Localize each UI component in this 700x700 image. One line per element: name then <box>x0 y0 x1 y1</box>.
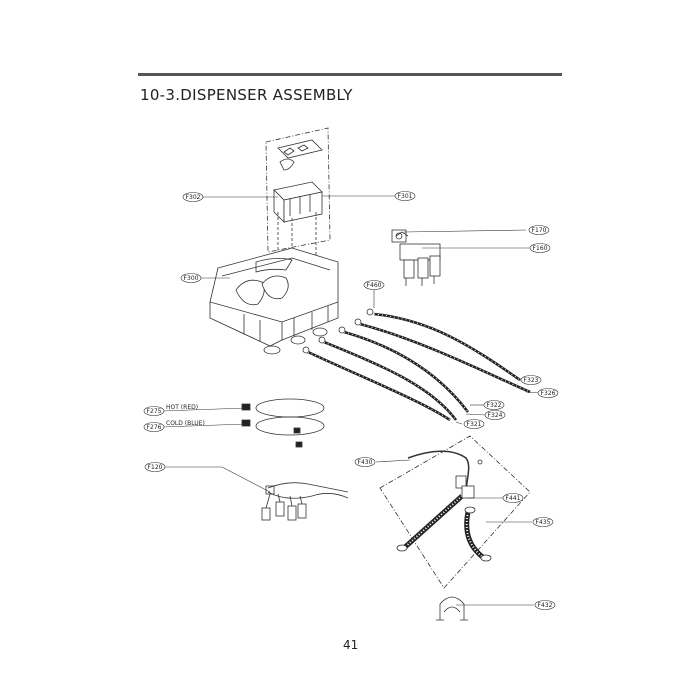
callout-f460: F460 <box>367 282 382 289</box>
callout-f302: F302 <box>186 194 201 201</box>
callout-f300: F300 <box>184 275 199 282</box>
bellows-hose-2-part <box>396 506 492 562</box>
page-title: 10-3.DISPENSER ASSEMBLY <box>140 86 353 104</box>
bellows-hose-part <box>402 475 475 550</box>
title-rule <box>138 73 562 76</box>
callout-f160: F160 <box>533 245 548 252</box>
inlet-valve-part <box>391 229 441 286</box>
callout-f276: F276 <box>147 424 162 431</box>
callout-f432: F432 <box>538 602 553 609</box>
dispenser-cap-part <box>277 139 323 171</box>
callout-f321: F321 <box>467 421 482 428</box>
callout-f324: F324 <box>488 412 503 419</box>
wire-harness-part <box>261 482 349 521</box>
clip-part <box>436 596 468 621</box>
cold-hose-label: COLD (BLUE) <box>166 420 205 427</box>
wiring-loops <box>241 398 325 448</box>
hot-hose-label: HOT (RED) <box>166 404 198 411</box>
hose-clamps <box>302 308 374 354</box>
dispenser-drawer-part <box>273 181 323 223</box>
callout-f275: F275 <box>147 408 162 415</box>
callout-f441: F441 <box>506 495 521 502</box>
dispenser-housing-part <box>209 247 339 355</box>
callout-f120: F120 <box>148 464 163 471</box>
bottom-border <box>0 690 700 692</box>
callout-f170: F170 <box>532 227 547 234</box>
page-number: 41 <box>343 638 359 652</box>
callout-f323: F323 <box>524 377 539 384</box>
callout-f322: F322 <box>487 402 502 409</box>
tube-part <box>407 450 470 495</box>
callout-f301: F301 <box>398 193 413 200</box>
callout-f430: F430 <box>358 459 373 466</box>
cap-enclosure <box>265 127 331 253</box>
drain-enclosure <box>379 435 531 589</box>
callout-f435: F435 <box>536 519 551 526</box>
callout-f326: F326 <box>541 390 556 397</box>
